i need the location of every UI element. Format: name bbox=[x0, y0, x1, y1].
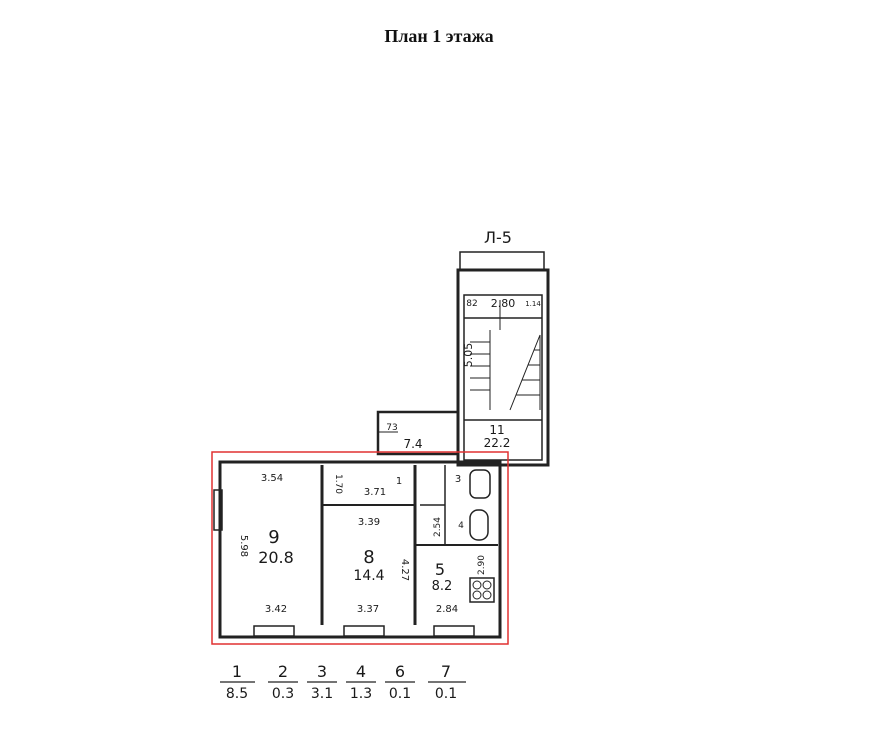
legend-number: 4 bbox=[356, 662, 366, 681]
legend-item: 2 0.3 bbox=[268, 662, 298, 702]
room-11-number: 11 bbox=[489, 423, 504, 437]
legend-item: 1 8.5 bbox=[220, 662, 255, 702]
room-5-area: 8.2 bbox=[432, 579, 453, 594]
stair-block bbox=[376, 251, 550, 467]
page-title: План 1 этажа bbox=[384, 26, 494, 46]
room-1-number: 1 bbox=[396, 476, 402, 487]
legend-number: 6 bbox=[395, 662, 405, 681]
legend-number: 1 bbox=[232, 662, 242, 681]
dim-stair-114: 1.14 bbox=[525, 300, 541, 308]
dim-stair-82: 82 bbox=[466, 299, 477, 309]
legend-item: 6 0.1 bbox=[385, 662, 415, 702]
room-9-number: 9 bbox=[268, 527, 279, 548]
dim-stair-h: 5.05 bbox=[462, 343, 475, 368]
stair-label: Л-5 bbox=[484, 228, 512, 247]
dim-r8-bottom: 3.37 bbox=[357, 604, 379, 615]
dim-corridor-w: 3.71 bbox=[364, 487, 386, 498]
dim-r8-side: 4.27 bbox=[399, 559, 410, 581]
dim-r9-bottom: 3.42 bbox=[265, 604, 287, 615]
dim-r9-top: 3.54 bbox=[261, 473, 283, 484]
room-8-area: 14.4 bbox=[353, 568, 384, 584]
dim-small-4: 4 bbox=[458, 521, 464, 531]
legend-item: 3 3.1 bbox=[307, 662, 337, 702]
legend-item: 7 0.1 bbox=[428, 662, 466, 702]
dim-r5-side: 2.90 bbox=[477, 555, 487, 575]
apartment-outline bbox=[211, 451, 509, 645]
dim-vest-73: 73 bbox=[386, 423, 397, 433]
dim-r9-side: 5.98 bbox=[238, 535, 249, 557]
legend-number: 2 bbox=[278, 662, 288, 681]
dim-bath-h: 2.54 bbox=[433, 517, 443, 537]
legend-area: 0.1 bbox=[389, 686, 411, 702]
legend-area: 0.3 bbox=[272, 686, 294, 702]
dim-corridor-h: 1.70 bbox=[333, 474, 343, 494]
vestibule-area: 7.4 bbox=[403, 437, 422, 451]
dim-small-3: 3 bbox=[455, 474, 461, 485]
dim-r5-bottom: 2.84 bbox=[436, 604, 458, 615]
dim-stair-w: 2.80 bbox=[491, 297, 516, 310]
area-legend: 1 8.5 2 0.3 3 3.1 4 1.3 6 0.1 7 0.1 bbox=[220, 662, 466, 702]
legend-area: 8.5 bbox=[226, 686, 248, 702]
room-5-number: 5 bbox=[435, 560, 445, 579]
legend-number: 3 bbox=[317, 662, 327, 681]
legend-number: 7 bbox=[441, 662, 451, 681]
legend-area: 0.1 bbox=[435, 686, 457, 702]
legend-area: 1.3 bbox=[350, 686, 372, 702]
room-8-number: 8 bbox=[363, 547, 374, 568]
dim-r8-top: 3.39 bbox=[358, 517, 380, 528]
legend-item: 4 1.3 bbox=[346, 662, 376, 702]
room-11-area: 22.2 bbox=[484, 436, 511, 450]
legend-area: 3.1 bbox=[311, 686, 333, 702]
room-9-area: 20.8 bbox=[258, 548, 294, 567]
